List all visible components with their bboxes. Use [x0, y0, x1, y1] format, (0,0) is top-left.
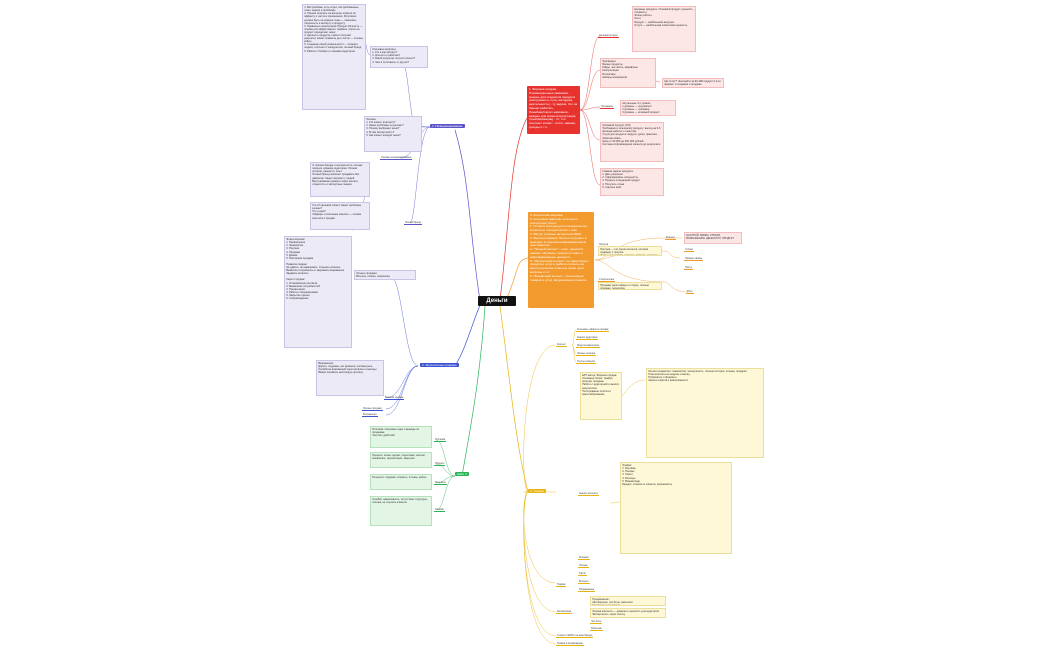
label-summary[interactable]: Итоговая	[434, 438, 447, 442]
label-content-analysis[interactable]: Анализ контента	[578, 492, 599, 496]
content-funnel-block[interactable]: 5. Контентная воронка 6. Ключевые фактор…	[528, 212, 594, 308]
note-mindset: НАСТРОЙ, МИФЫ, СТРАХИ, ВОЗРАЖЕНИЯ, ЦЕННО…	[684, 232, 742, 244]
label-b4-content[interactable]: Контент	[556, 343, 567, 347]
label-chatbots[interactable]: Чат-боты	[590, 620, 603, 624]
label-content[interactable]: Контент	[665, 236, 676, 240]
label-promotion[interactable]: Продвижение	[578, 588, 596, 592]
note-content-marketing: Контент-маркетинг: знакомство, экспертно…	[646, 368, 764, 458]
branch-positioning[interactable]: 1. Позиционирование.	[430, 124, 465, 128]
note-basics: Основы: 1. Кто клиент (портрет)? 2. Каки…	[364, 116, 422, 152]
label-autofunnels[interactable]: Автоворонки	[556, 610, 573, 614]
label-personal-sales[interactable]: Личные продажи	[362, 407, 383, 411]
label-live[interactable]: Прямые эфиры	[684, 257, 704, 261]
note-personal-sales: Личные продажи: Встреча, созвон, перепис…	[354, 270, 416, 280]
label-traffic-promotion[interactable]: Трафик в продвижение	[556, 642, 584, 646]
branch-eco-sales[interactable]: 2. Экологичные продажи	[420, 363, 459, 367]
label-mailing[interactable]: Рассылки	[590, 627, 603, 631]
sales-funnel-block[interactable]: 1. Воронка продаж. Норовизуальные кампан…	[527, 86, 580, 134]
branch-steps[interactable]: Шаги 4	[455, 472, 469, 476]
label-process[interactable]: Процесс	[434, 462, 446, 466]
label-seeding[interactable]: Посевы	[578, 564, 589, 568]
label-stories[interactable]: Сторис	[684, 248, 694, 252]
link-root-orange	[504, 257, 529, 303]
label-reels[interactable]: Рилс	[686, 290, 694, 294]
note-personal-brand: О личном бренде и экспертности, личная п…	[310, 162, 370, 197]
root-node[interactable]: Деньги	[478, 296, 516, 306]
label-target-product[interactable]: Целевой продукт	[598, 34, 619, 38]
label-audience-analysis[interactable]: Анализ аудитории	[576, 336, 599, 340]
label-positioning-basics[interactable]: Основы позиционирования	[380, 156, 413, 160]
note-target-product: Целевые продукты: Основной продукт, ценн…	[632, 6, 696, 52]
note-summary: Итоговая: ключевые идеи и выводы по прод…	[370, 426, 432, 448]
note-ert-method: ЕРТ-метод. Воронка продаж. Основные блок…	[580, 372, 622, 420]
note-result: Результат: продажи, клиенты, отзывы, кей…	[370, 474, 432, 490]
label-personal-positions[interactable]: Личные позиции	[576, 352, 597, 356]
label-result[interactable]: Результат	[434, 481, 447, 485]
link-root-red	[499, 117, 528, 301]
note-sales-funnel: Этапы воронки: 1. Привлечение 2. Знакомс…	[284, 236, 352, 348]
note-product-goals: Главная задача продукта: 1. Дать результ…	[600, 168, 664, 196]
note-tripwires: Трипваеры: Малые продукты Гайды, чек-лис…	[600, 58, 656, 88]
label-mistakes[interactable]: Ошибки	[434, 508, 445, 512]
note-storytelling: Продажи через эфиры и сторис, личные про…	[598, 282, 662, 290]
label-sales-funnel[interactable]: Воронка продаж	[384, 396, 405, 400]
label-objections[interactable]: Возражения	[362, 413, 378, 417]
label-storytelling[interactable]: Сторителлинг	[598, 278, 616, 282]
note-mistakes: Ошибки: навязчивость, отсутствие структу…	[370, 496, 432, 526]
label-b4-traffic[interactable]: Трафик	[556, 583, 567, 587]
note-how-to: Как стоит? Чем выйти за 90-180 продукт в…	[662, 78, 724, 88]
note-positioning-main: 1. Востребован, есть спрос, востребованн…	[302, 4, 366, 110]
note-promotion: Продвижение: Автоворонки, чат-боты, расс…	[590, 596, 666, 606]
note-main-product: Основной продукт (ОП) Требования к основ…	[600, 122, 664, 162]
link-root-b3	[461, 305, 486, 477]
label-stories-erm[interactable]: Сторис и ЕРМ в личном бренде	[556, 634, 594, 638]
branch-traffic[interactable]: 3. Трафик	[528, 489, 546, 493]
link-root-b1	[454, 129, 481, 301]
link-root-b4	[499, 305, 529, 493]
note-key-questions: Ключевые вопросы: 1. Кто я как эксперт? …	[370, 46, 428, 68]
note-base-content: Основа контента — доверие и ценность для…	[590, 608, 666, 618]
label-key-effects[interactable]: Ключевые эффекты продаж	[576, 328, 610, 332]
label-posts[interactable]: Посты	[684, 266, 694, 270]
note-objections: Возражения: Дорого, подумаю, нет времени…	[316, 360, 384, 396]
link-root-b2	[454, 304, 481, 367]
label-personal-brand[interactable]: Личный бренд	[404, 221, 422, 225]
label-marketing-models[interactable]: Модели маркетинга	[576, 344, 600, 348]
note-levels: Актуальные 3-х уровня: 1 уровень — лид-м…	[620, 100, 676, 116]
label-tripwires[interactable]: Трипваеры	[600, 105, 615, 109]
label-texts-visual[interactable]: Тексты и визуал	[576, 360, 596, 364]
note-warmup: Прогрев — это серия контента, которая по…	[598, 246, 662, 256]
label-bloggers[interactable]: Блогеры	[578, 580, 590, 584]
label-targeting[interactable]: Таргет	[578, 572, 588, 576]
note-offer: Кто я? Целевой клиент. Какие проблемы ре…	[310, 202, 370, 230]
note-traffic: Трафик: 1. Реклама 2. Посевы 3. Таргет 4…	[620, 462, 732, 554]
label-ads[interactable]: Реклама	[578, 556, 590, 560]
note-process: Процесс: этапы сделки, подготовка, конта…	[370, 452, 432, 468]
